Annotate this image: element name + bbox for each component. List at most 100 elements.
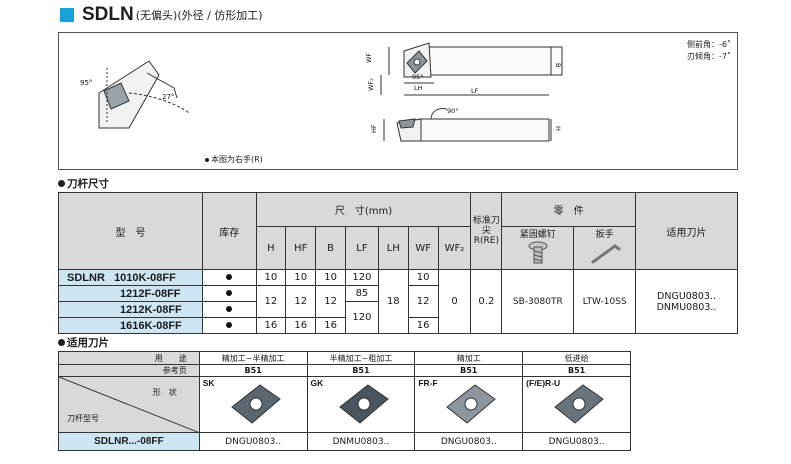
cell-lh: 18 [377, 269, 409, 334]
cell-screw: SB-3080TR [501, 269, 575, 334]
insert-fr-f-icon [446, 384, 497, 424]
svg-text:95°: 95° [412, 73, 424, 81]
parts-header: 零 件 [501, 192, 637, 227]
col-wf2: WF₂ [437, 226, 472, 270]
stock-dot [202, 317, 257, 334]
col-lf: LF [344, 226, 379, 270]
title-sub: (无偏头)(外径 / 仿形加工) [135, 9, 263, 22]
bullet-icon [58, 339, 65, 346]
cell-h: 10 [255, 269, 287, 286]
right-hand-note: 本图为右手(R) [205, 154, 263, 165]
stock-header: 库存 [202, 192, 257, 270]
cell-wf: 10 [407, 269, 439, 286]
spec-section-heading: 刀杆尺寸 [58, 176, 109, 191]
radius-header: 标准刀尖R(RE) [470, 192, 503, 270]
insert-2: DNGU0803.. [414, 432, 524, 451]
use-2: 精加工 [414, 351, 524, 365]
stock-dot-icon [226, 322, 233, 328]
svg-text:H: H [554, 126, 562, 131]
side-rake-angle-note: 侧前角：-6˚ [687, 40, 731, 49]
col-h: H [255, 226, 287, 270]
cell-h: 16 [255, 317, 287, 334]
insert-ru-icon [554, 384, 604, 424]
svg-text:LH: LH [414, 84, 423, 92]
stock-dot [202, 285, 257, 302]
cell-inserts: DNGU0803.. DNMU0803.. [635, 269, 738, 334]
stock-dot-icon [226, 306, 233, 312]
col-b: B [315, 226, 346, 270]
svg-text:27°: 27° [162, 93, 174, 101]
cell-h: 12 [255, 285, 287, 318]
model-row-1: SDLNR 1010K-08FF [57, 269, 204, 286]
inclination-angle-note: 刃倾角：-7˚ [687, 52, 731, 61]
page-1: B51 [306, 364, 416, 377]
page-label: 参考页 [58, 364, 200, 377]
screw-icon [528, 241, 548, 264]
use-1: 半精加工~粗加工 [306, 351, 416, 365]
svg-text:B: B [554, 63, 562, 67]
top-view [380, 42, 563, 96]
cell-hf: 16 [285, 317, 317, 334]
cell-lf: 120 [344, 269, 379, 286]
use-0: 精加工~半精加工 [198, 351, 308, 365]
stock-dot [202, 269, 257, 286]
col-lh: LH [377, 226, 409, 270]
use-3: 低进给 [522, 351, 631, 365]
cell-b: 12 [315, 285, 346, 318]
page-0: B51 [198, 364, 308, 377]
insert-shape-ru: (F/E)R-U [522, 376, 631, 433]
col-hf: HF [285, 226, 317, 270]
section-title: SDLN (无偏头)(外径 / 仿形加工) [60, 4, 263, 26]
insert-sk-icon [230, 384, 281, 424]
model-row-4: 1616K-08FF [57, 317, 204, 334]
diagonal-line [59, 377, 200, 433]
model-row-3: 1212K-08FF [57, 301, 204, 318]
side-view [383, 108, 552, 142]
cell-hf: 12 [285, 285, 317, 318]
insert-section-heading: 适用刀片 [58, 335, 109, 350]
holder-model: SDLNR...-08FF [58, 432, 200, 451]
cell-hf: 10 [285, 269, 317, 286]
svg-text:HF: HF [370, 124, 378, 133]
screw-header: 紧固螺钉 [501, 226, 575, 270]
tool-drawing: 95° 27° WF WF₂ 95° LH LF B HF [80, 42, 563, 142]
insert-0: DNGU0803.. [198, 432, 308, 451]
shape-holder-header: 形 状 刀杆型号 [58, 376, 200, 433]
model-row-2: 1212F-08FF [57, 285, 204, 302]
svg-text:90°: 90° [447, 107, 459, 115]
insert-shape-sk: SK [198, 376, 308, 433]
page-2: B51 [414, 364, 524, 377]
holder-spec-table: 型 号 库存 尺 寸(mm) 标准刀尖R(RE) 零 件 适用刀片 H HF B… [57, 192, 738, 334]
insert-1: DNMU0803.. [306, 432, 416, 451]
page-3: B51 [522, 364, 631, 377]
cell-wf: 12 [407, 285, 439, 318]
use-label: 用 途 [58, 351, 200, 365]
stock-dot-icon [226, 290, 233, 296]
cell-wf2: 0 [437, 269, 472, 334]
wrench-header: 扳手 [573, 226, 637, 270]
stock-dot-icon [226, 274, 233, 280]
insert-3: DNGU0803.. [522, 432, 631, 451]
title-square-icon [60, 8, 74, 22]
insert-header: 适用刀片 [635, 192, 738, 270]
wrench-icon [591, 244, 621, 264]
model-header: 型 号 [57, 192, 204, 270]
insert-gk-icon [338, 384, 389, 424]
left-detail-sketch [98, 60, 190, 129]
col-wf: WF [407, 226, 439, 270]
insert-shape-gk: GK [306, 376, 416, 433]
cell-lf: 120 [344, 301, 379, 334]
stock-dot [202, 301, 257, 318]
cell-wrench: LTW-10SS [573, 269, 637, 334]
cell-lf: 85 [344, 285, 379, 302]
drawing-box: 95° 27° WF WF₂ 95° LH LF B HF [58, 32, 738, 170]
dims-header: 尺 寸(mm) [255, 192, 472, 227]
svg-text:WF: WF [365, 53, 373, 63]
title-main: SDLN [82, 4, 134, 25]
cell-wf: 16 [407, 317, 439, 334]
cell-b: 10 [315, 269, 346, 286]
bullet-icon [58, 180, 65, 187]
cell-b: 16 [315, 317, 346, 334]
cell-re: 0.2 [470, 269, 503, 334]
svg-text:95°: 95° [80, 79, 92, 87]
